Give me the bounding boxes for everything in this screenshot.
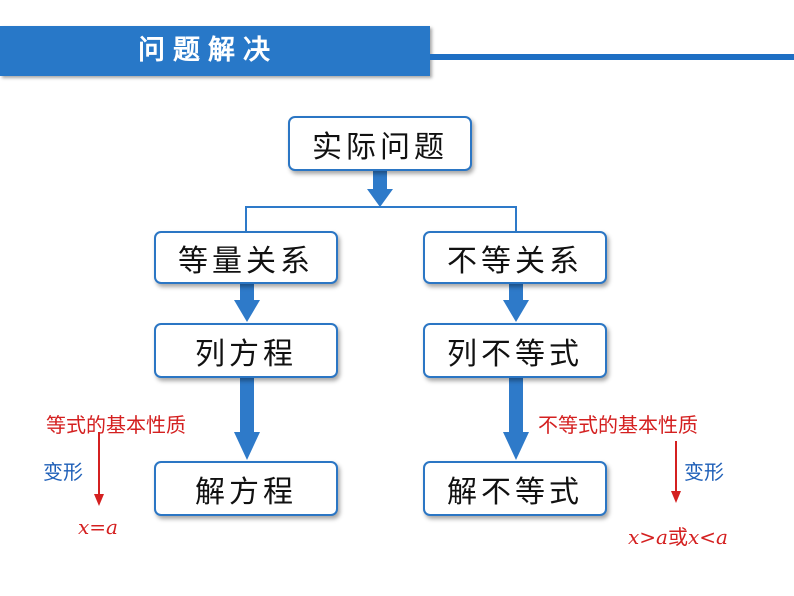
box-actual-problem-label: 实际问题: [312, 129, 448, 165]
arrow-root-down: [367, 171, 393, 207]
note-right-result-b: x<a: [687, 525, 728, 549]
branch-connector: [245, 206, 517, 231]
box-equal-relation: 等量关系: [154, 231, 338, 284]
note-equation-property: 等式的基本性质: [46, 413, 186, 437]
box-inequal-relation-label: 不等关系: [447, 243, 583, 279]
red-arrow-left: [94, 432, 104, 506]
box-solve-equation: 解方程: [154, 461, 338, 516]
box-solve-equation-label: 解方程: [195, 474, 297, 510]
box-solve-inequality: 解不等式: [423, 461, 607, 516]
arrow-eq-formulate-to-solve: [234, 378, 260, 460]
note-left-result: x=a: [78, 515, 118, 539]
header-underline: [430, 54, 794, 60]
box-write-inequality: 列不等式: [423, 323, 607, 378]
note-right-result-or: 或: [667, 525, 688, 549]
box-actual-problem: 实际问题: [288, 116, 472, 171]
box-write-equation-label: 列方程: [195, 336, 297, 372]
note-inequality-property: 不等式的基本性质: [538, 413, 698, 437]
note-right-result: x>a或x<a: [628, 521, 728, 550]
arrow-ineq-relation-to-formulate: [503, 284, 529, 322]
section-title: 问题解决: [138, 35, 278, 66]
arrow-ineq-formulate-to-solve: [503, 378, 529, 460]
note-right-result-a: x>a: [628, 525, 668, 549]
note-left-transform: 变形: [43, 460, 83, 484]
box-write-equation: 列方程: [154, 323, 338, 378]
section-header: 问题解决: [0, 26, 430, 76]
arrow-eq-relation-to-formulate: [234, 284, 260, 322]
box-write-inequality-label: 列不等式: [447, 336, 583, 372]
red-arrow-right: [671, 441, 681, 503]
box-solve-inequality-label: 解不等式: [447, 474, 583, 510]
note-right-transform: 变形: [684, 460, 724, 484]
box-equal-relation-label: 等量关系: [178, 243, 314, 279]
box-inequal-relation: 不等关系: [423, 231, 607, 284]
